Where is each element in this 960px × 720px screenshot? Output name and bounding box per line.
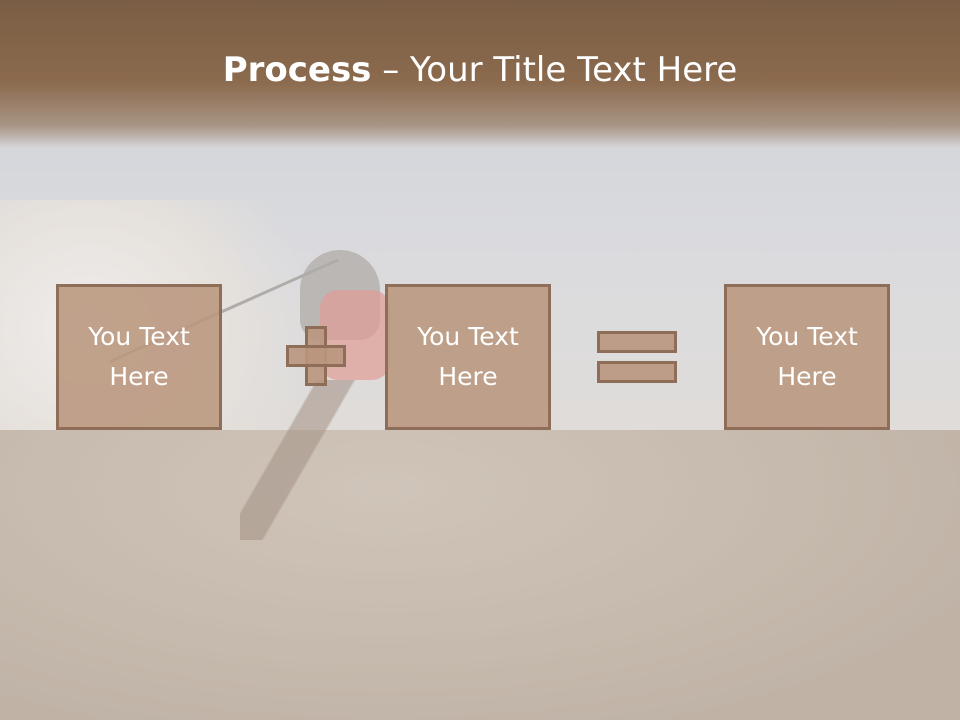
title-bold: Process — [222, 50, 372, 90]
equals-icon — [597, 331, 677, 353]
title-rest: – Your Title Text Here — [371, 50, 738, 90]
process-box-1[interactable]: You Text Here — [56, 284, 222, 430]
process-box-2-text: You Text Here — [417, 322, 519, 391]
plus-icon-center — [308, 348, 324, 364]
title-band — [0, 0, 960, 148]
equals-icon-lower — [597, 361, 677, 383]
process-box-2[interactable]: You Text Here — [385, 284, 551, 430]
process-box-3[interactable]: You Text Here — [724, 284, 890, 430]
hiker-legs — [240, 380, 400, 540]
slide-title[interactable]: Process – Your Title Text Here — [0, 50, 960, 90]
process-box-3-text: You Text Here — [756, 322, 858, 391]
process-box-1-text: You Text Here — [88, 322, 190, 391]
rocks — [0, 430, 960, 720]
